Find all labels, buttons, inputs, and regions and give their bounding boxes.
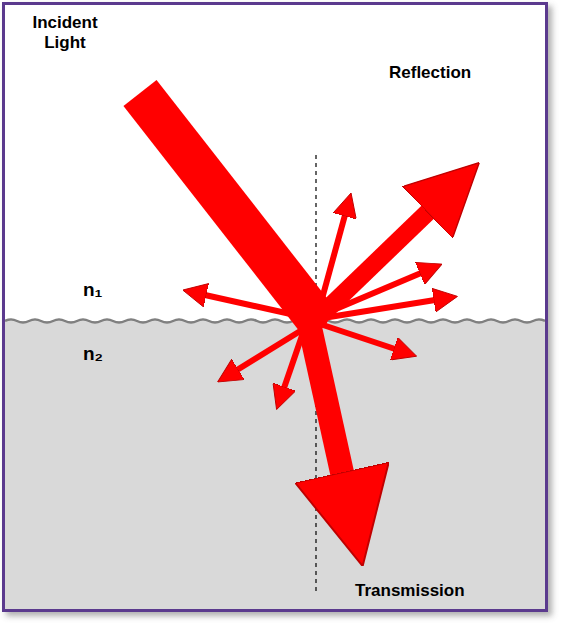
medium-index-label: n₁: [83, 279, 143, 301]
reflection-label: Reflection: [389, 63, 519, 83]
reflection-arrow: [319, 210, 430, 317]
surface-line: [5, 320, 545, 323]
incident-beam: [140, 93, 315, 317]
transmission-label: Transmission: [355, 581, 505, 601]
light-illustration: [5, 5, 545, 609]
frame: Incident LightReflection n₁ n₂ Transmission: [2, 2, 548, 612]
medium-index-label: n₂: [83, 343, 143, 365]
transmission-arrow: [309, 323, 343, 477]
medium-n2: [5, 321, 545, 609]
incident-label: Incident Light: [23, 13, 107, 52]
